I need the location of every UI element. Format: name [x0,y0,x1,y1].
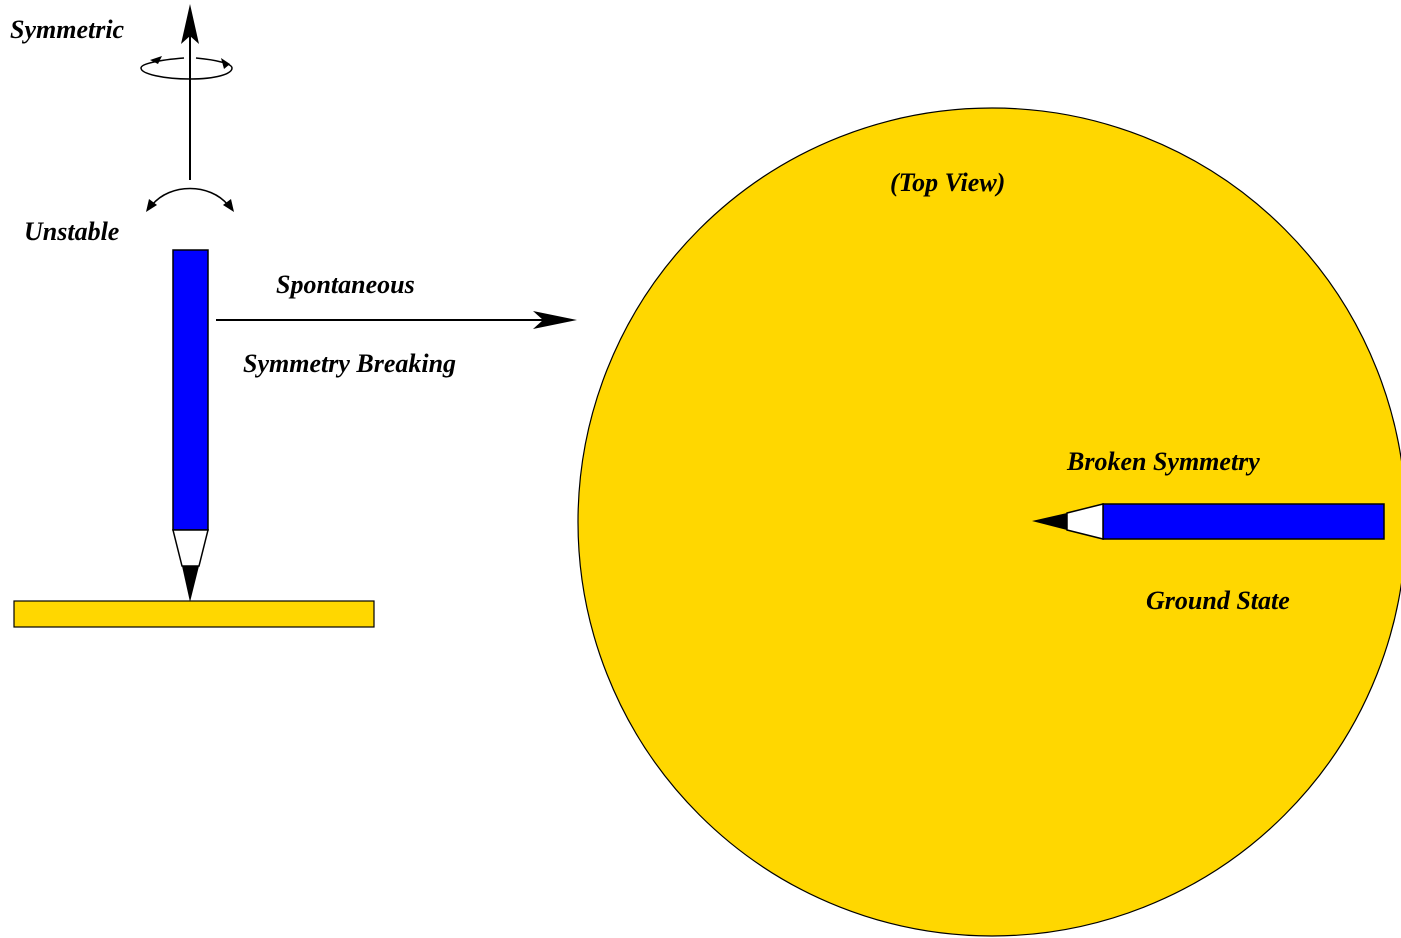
upright-pencil-icon [172,249,209,602]
top-view-surface-circle [577,107,1401,937]
transition-arrow-icon [216,311,577,329]
symmetry-axis-arrow-icon [181,4,199,180]
label-ground-state: Ground State [1146,586,1290,615]
label-symmetric: Symmetric [10,15,125,44]
label-broken-symmetry: Broken Symmetry [1066,447,1260,476]
tilt-rocking-arrow-icon [146,187,234,212]
upright-pencil-scene: Symmetric Unstable [10,4,375,628]
label-unstable: Unstable [24,217,119,246]
top-view-scene: (Top View) Broken Symmetry Ground State [577,107,1401,937]
surface-plate [13,600,375,628]
label-symmetry-breaking: Symmetry Breaking [243,349,456,378]
label-top-view: (Top View) [890,168,1005,197]
transition: Spontaneous Symmetry Breaking [216,270,577,378]
label-spontaneous: Spontaneous [276,270,415,299]
fallen-pencil-icon [1032,503,1385,540]
rotation-arrow-icon [140,56,233,80]
